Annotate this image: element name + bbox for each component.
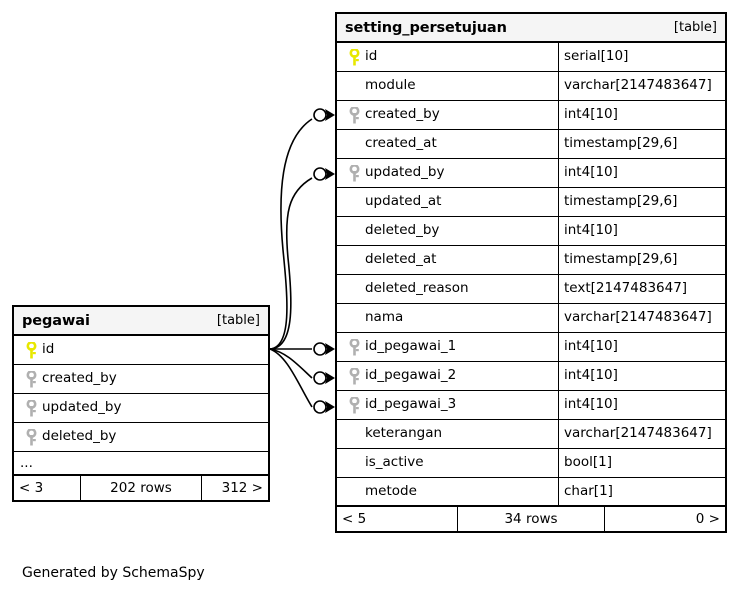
primary-key-icon	[343, 48, 365, 66]
column-name: id_pegawai_1	[365, 338, 457, 355]
table-type-tag: [table]	[673, 20, 717, 35]
cardinality-zero-created-by	[313, 108, 327, 122]
cardinality-zero-updated-by	[313, 167, 327, 181]
table-row[interactable]: deleted_by	[14, 423, 268, 452]
column-name: id	[365, 48, 378, 65]
column-name: deleted_reason	[365, 280, 469, 297]
table-row[interactable]: id_pegawai_2 int4[10]	[337, 362, 725, 391]
column-name: module	[365, 77, 416, 94]
foreign-key-icon	[343, 164, 365, 182]
table-row[interactable]: is_active bool[1]	[337, 449, 725, 478]
column-name: keterangan	[365, 425, 443, 442]
table-row[interactable]: metode char[1]	[337, 478, 725, 507]
column-name: nama	[365, 309, 404, 326]
footer-row-count: 34 rows	[457, 507, 605, 531]
column-type: timestamp[29,6]	[564, 193, 678, 210]
table-pegawai[interactable]: pegawai [table] id create	[12, 305, 270, 502]
table-row[interactable]: id_pegawai_1 int4[10]	[337, 333, 725, 362]
column-name: created_at	[365, 135, 437, 152]
table-row[interactable]: deleted_reason text[2147483647]	[337, 275, 725, 304]
column-name: id	[42, 341, 55, 358]
column-type: timestamp[29,6]	[564, 135, 678, 152]
column-type: timestamp[29,6]	[564, 251, 678, 268]
crowfoot-id-pegawai-1	[325, 343, 335, 355]
column-name: deleted_by	[42, 428, 117, 445]
foreign-key-icon	[343, 367, 365, 385]
table-row[interactable]: module varchar[2147483647]	[337, 72, 725, 101]
column-name: id_pegawai_3	[365, 396, 457, 413]
table-title: setting_persetujuan	[345, 19, 507, 36]
column-type: int4[10]	[564, 338, 618, 355]
edge-pegawai-id-to-created-by	[269, 118, 313, 350]
table-row[interactable]: created_by int4[10]	[337, 101, 725, 130]
footer-next-button[interactable]: 312 >	[221, 480, 263, 496]
foreign-key-icon	[20, 399, 42, 417]
edge-pegawai-id-to-updated-by	[269, 177, 313, 350]
foreign-key-icon	[20, 370, 42, 388]
footer-next-button[interactable]: 0 >	[695, 511, 720, 527]
table-row[interactable]: deleted_by int4[10]	[337, 217, 725, 246]
cardinality-zero-id-pegawai-1	[313, 342, 327, 356]
column-name: created_by	[365, 106, 440, 123]
table-row[interactable]: updated_at timestamp[29,6]	[337, 188, 725, 217]
generated-by-caption: Generated by SchemaSpy	[22, 565, 205, 581]
column-name: updated_by	[365, 164, 445, 181]
column-name: metode	[365, 482, 417, 499]
table-type-tag: [table]	[216, 313, 260, 328]
column-name: deleted_by	[365, 222, 440, 239]
column-type: varchar[2147483647]	[564, 425, 712, 442]
column-type: int4[10]	[564, 164, 618, 181]
edge-pegawai-id-to-id-pegawai-2	[269, 348, 313, 379]
column-type: text[2147483647]	[564, 280, 688, 297]
table-row[interactable]: id	[14, 336, 268, 365]
table-setting-persetujuan[interactable]: setting_persetujuan [table] id serial[10…	[335, 12, 727, 533]
table-footer: < 3 202 rows 312 >	[14, 476, 268, 500]
cardinality-zero-id-pegawai-3	[313, 400, 327, 414]
foreign-key-icon	[343, 338, 365, 356]
footer-prev-button[interactable]: < 5	[342, 511, 367, 527]
column-type: int4[10]	[564, 222, 618, 239]
column-name: updated_by	[42, 399, 122, 416]
cardinality-zero-id-pegawai-2	[313, 371, 327, 385]
foreign-key-icon	[343, 396, 365, 414]
column-name: created_by	[42, 370, 117, 387]
table-row[interactable]: updated_by int4[10]	[337, 159, 725, 188]
foreign-key-icon	[20, 428, 42, 446]
crowfoot-id-pegawai-3	[325, 401, 335, 413]
footer-prev-button[interactable]: < 3	[19, 480, 44, 496]
table-row[interactable]: created_at timestamp[29,6]	[337, 130, 725, 159]
table-header: setting_persetujuan [table]	[337, 14, 725, 43]
column-name: deleted_at	[365, 251, 437, 268]
table-row[interactable]: created_by	[14, 365, 268, 394]
column-type: varchar[2147483647]	[564, 77, 712, 94]
column-type: int4[10]	[564, 367, 618, 384]
edge-pegawai-id-to-id-pegawai-3	[269, 348, 313, 408]
table-row[interactable]: id serial[10]	[337, 43, 725, 72]
table-row[interactable]: deleted_at timestamp[29,6]	[337, 246, 725, 275]
column-type: bool[1]	[564, 454, 612, 471]
more-columns-indicator: ...	[14, 452, 268, 476]
crowfoot-updated-by	[325, 168, 335, 180]
table-header: pegawai [table]	[14, 307, 268, 336]
column-type: int4[10]	[564, 396, 618, 413]
table-row[interactable]: id_pegawai_3 int4[10]	[337, 391, 725, 420]
column-name: id_pegawai_2	[365, 367, 457, 384]
crowfoot-id-pegawai-2	[325, 372, 335, 384]
column-type: serial[10]	[564, 48, 629, 65]
primary-key-icon	[20, 341, 42, 359]
table-title: pegawai	[22, 312, 90, 329]
column-type: char[1]	[564, 482, 613, 499]
column-type: varchar[2147483647]	[564, 309, 712, 326]
table-footer: < 5 34 rows 0 >	[337, 507, 725, 531]
column-type: int4[10]	[564, 106, 618, 123]
table-row[interactable]: keterangan varchar[2147483647]	[337, 420, 725, 449]
column-name: is_active	[365, 454, 424, 471]
crowfoot-created-by	[325, 109, 335, 121]
footer-row-count: 202 rows	[80, 476, 202, 500]
table-row[interactable]: updated_by	[14, 394, 268, 423]
foreign-key-icon	[343, 106, 365, 124]
column-name: updated_at	[365, 193, 442, 210]
table-row[interactable]: nama varchar[2147483647]	[337, 304, 725, 333]
